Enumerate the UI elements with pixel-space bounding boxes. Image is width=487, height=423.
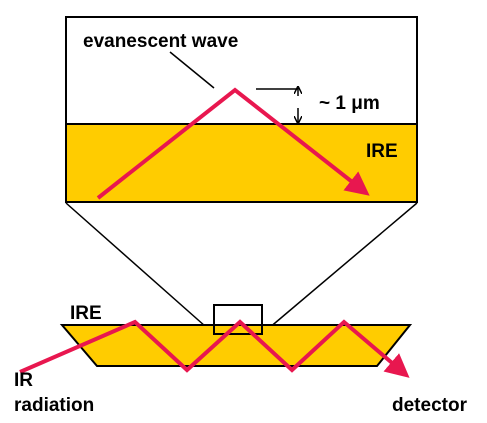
crystal-beam xyxy=(19,319,410,378)
magnification-box xyxy=(213,304,263,335)
depth-approx: ~ 1 xyxy=(319,93,346,114)
detector-label: detector xyxy=(392,395,468,416)
ir-radiation-label-line2: radiation xyxy=(14,395,94,416)
zoom-beam xyxy=(96,87,370,200)
depth-unit: μm xyxy=(351,93,380,114)
ir-radiation-label-line1: IR xyxy=(14,370,33,391)
zoom-panel xyxy=(65,16,418,203)
ire-zoom-label: IRE xyxy=(366,141,398,162)
evanescent-leader-line xyxy=(169,51,215,89)
evanescent-wave-label: evanescent wave xyxy=(83,31,238,52)
magnification-lines xyxy=(65,202,418,335)
penetration-depth-label: ~ 1 μm xyxy=(319,93,380,114)
ire-crystal-label: IRE xyxy=(70,303,102,324)
sample-region xyxy=(65,16,418,125)
depth-indicator xyxy=(256,88,298,122)
